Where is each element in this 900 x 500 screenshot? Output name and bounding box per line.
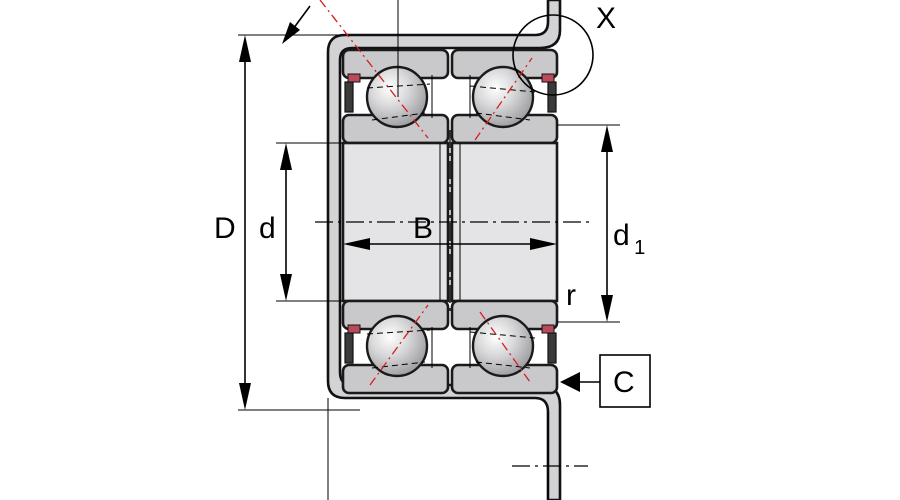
contact-angle-lines xyxy=(319,0,533,386)
dimension-d xyxy=(276,142,343,302)
ball-upper-left xyxy=(365,65,429,129)
datum-C-reference xyxy=(560,354,651,408)
label-r: r xyxy=(566,279,576,312)
dimension-d1 xyxy=(557,124,620,323)
label-B: B xyxy=(413,212,433,245)
ball-upper-right xyxy=(471,65,535,129)
dimension-B xyxy=(343,238,557,250)
detail-X-circle xyxy=(512,14,594,96)
ball-lower-right xyxy=(471,314,535,378)
label-X: X xyxy=(596,2,616,35)
contact-angle-arrow xyxy=(282,5,311,44)
ball-lower-left xyxy=(365,314,429,378)
label-C: C xyxy=(613,366,635,399)
label-D: D xyxy=(214,212,236,245)
label-d1: d 1 xyxy=(613,219,645,259)
seals xyxy=(344,73,557,368)
label-d: d xyxy=(259,212,276,245)
